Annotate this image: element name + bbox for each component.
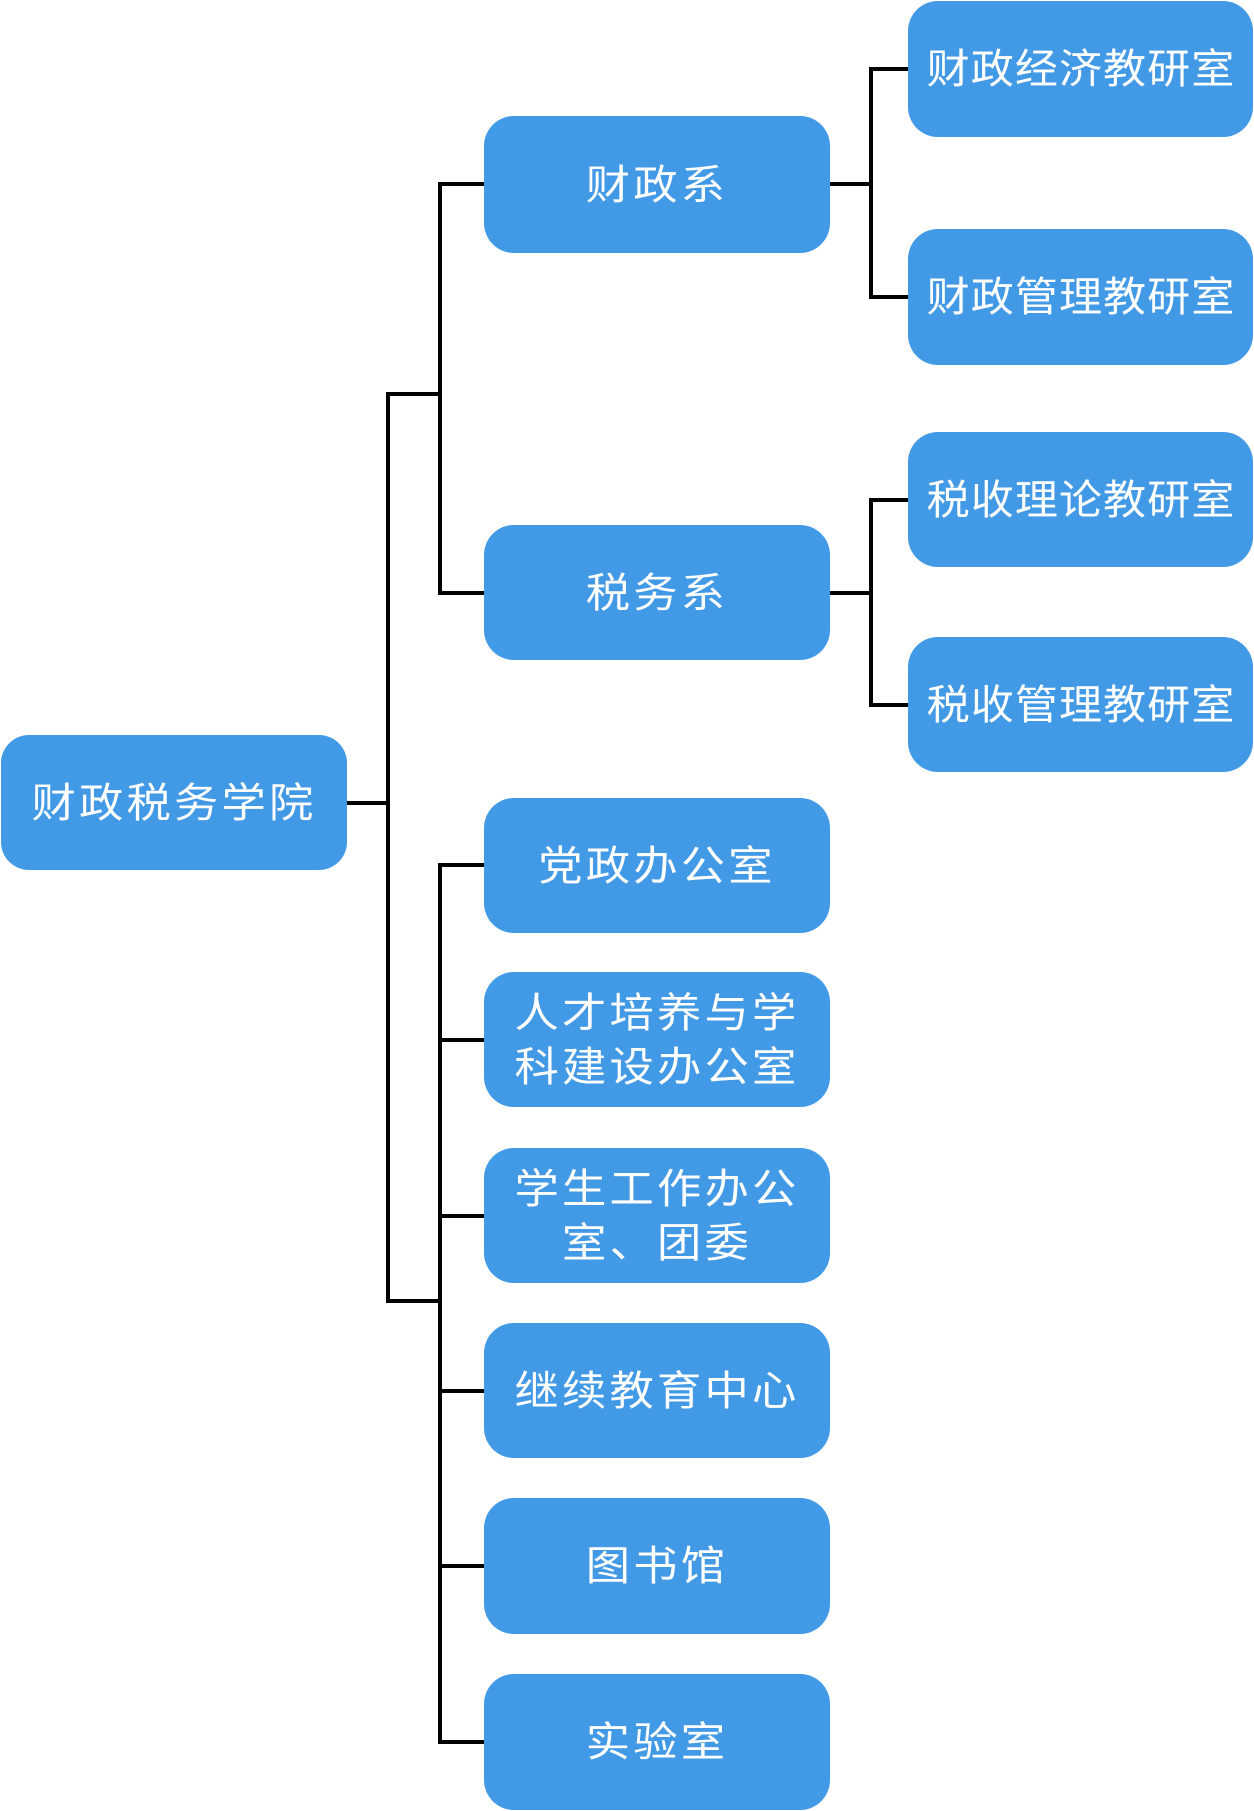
node-label: 学生工作办公 室、团委 bbox=[514, 1164, 800, 1267]
node-section-sslt[interactable]: 税收理论教研室 bbox=[908, 432, 1253, 567]
node-label: 税收管理教研室 bbox=[926, 680, 1235, 729]
node-section-czgl[interactable]: 财政管理教研室 bbox=[908, 229, 1253, 365]
node-section-ssgl[interactable]: 税收管理教研室 bbox=[908, 637, 1253, 772]
node-office-rcpy[interactable]: 人才培养与学 科建设办公室 bbox=[484, 972, 830, 1107]
node-office-dzbgs[interactable]: 党政办公室 bbox=[484, 798, 830, 933]
node-section-czjj[interactable]: 财政经济教研室 bbox=[908, 1, 1253, 137]
node-department-caizheng[interactable]: 财政系 bbox=[484, 116, 830, 253]
node-office-jxjy[interactable]: 继续教育中心 bbox=[484, 1323, 830, 1458]
node-label: 实验室 bbox=[585, 1718, 729, 1766]
node-root-college[interactable]: 财政税务学院 bbox=[1, 735, 347, 870]
node-label: 财政系 bbox=[585, 160, 729, 209]
node-label: 党政办公室 bbox=[538, 841, 776, 890]
node-office-sys[interactable]: 实验室 bbox=[484, 1674, 830, 1810]
node-label: 图书馆 bbox=[585, 1542, 729, 1590]
node-label: 财政管理教研室 bbox=[926, 273, 1235, 321]
node-office-xsgz[interactable]: 学生工作办公 室、团委 bbox=[484, 1148, 830, 1283]
node-label: 财政税务学院 bbox=[31, 778, 317, 827]
node-label: 人才培养与学 科建设办公室 bbox=[514, 988, 800, 1091]
node-label: 税收理论教研室 bbox=[926, 475, 1235, 524]
node-label: 财政经济教研室 bbox=[926, 45, 1235, 93]
node-label: 税务系 bbox=[585, 568, 729, 617]
node-department-shuiwu[interactable]: 税务系 bbox=[484, 525, 830, 660]
node-label: 继续教育中心 bbox=[514, 1366, 800, 1415]
node-office-tsg[interactable]: 图书馆 bbox=[484, 1498, 830, 1634]
